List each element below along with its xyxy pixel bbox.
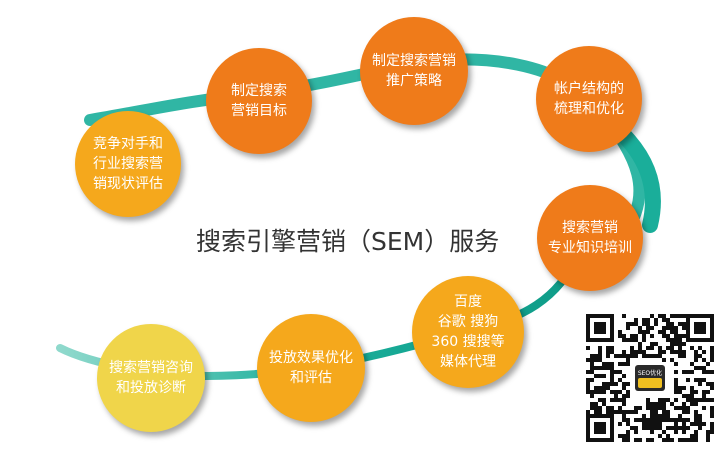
node-label-line: 和投放诊断	[116, 380, 186, 396]
diagram-title: 搜索引擎营销（SEM）服务	[196, 227, 500, 256]
node-marketing-goal: 制定搜索 营销目标	[206, 48, 312, 154]
qr-center-badge: SEO优化	[632, 362, 668, 394]
node-label-line: 帐户结构的	[554, 81, 624, 97]
node-label-line: 制定搜索营销	[372, 53, 456, 69]
node-label-line: 制定搜索	[231, 83, 287, 99]
qr-code-pattern: SEO优化	[584, 312, 716, 444]
qr-finder-top-right	[686, 314, 714, 342]
node-consulting-diagnosis: 搜索营销咨询 和投放诊断	[97, 324, 205, 432]
qr-finder-top-left	[586, 314, 614, 342]
node-label-line: 媒体代理	[440, 354, 496, 370]
node-account-structure: 帐户结构的 梳理和优化	[536, 46, 642, 152]
node-label-line: 营销目标	[231, 103, 287, 119]
qr-code: SEO优化	[584, 312, 716, 444]
node-label-line: 和评估	[290, 370, 332, 386]
node-label-line: 谷歌 搜狗	[437, 314, 499, 330]
node-label-line: 搜索营销咨询	[109, 360, 193, 376]
node-knowledge-training: 搜索营销 专业知识培训	[537, 185, 643, 291]
node-label-line: 百度	[454, 294, 482, 310]
node-promotion-strategy: 制定搜索营销 推广策略	[360, 17, 468, 125]
node-label-line: 竞争对手和	[93, 136, 163, 152]
node-label-line: 行业搜索营	[93, 156, 163, 172]
node-label-line: 投放效果优化	[269, 350, 353, 366]
node-label-line: 360 搜搜等	[431, 334, 505, 350]
qr-badge-text: SEO优化	[638, 369, 662, 377]
node-competitor-analysis: 竞争对手和 行业搜索营 销现状评估	[75, 111, 181, 217]
node-effect-evaluation: 投放效果优化 和评估	[257, 314, 365, 422]
qr-finder-bottom-left	[586, 414, 614, 442]
node-label-line: 搜索营销	[562, 220, 618, 236]
node-label-line: 销现状评估	[93, 176, 163, 192]
node-search-engines: 百度 谷歌 搜狗 360 搜搜等 媒体代理	[412, 276, 524, 388]
node-label-line: 推广策略	[386, 73, 442, 89]
node-label-line: 梳理和优化	[554, 101, 624, 117]
node-label-line: 专业知识培训	[548, 240, 632, 256]
